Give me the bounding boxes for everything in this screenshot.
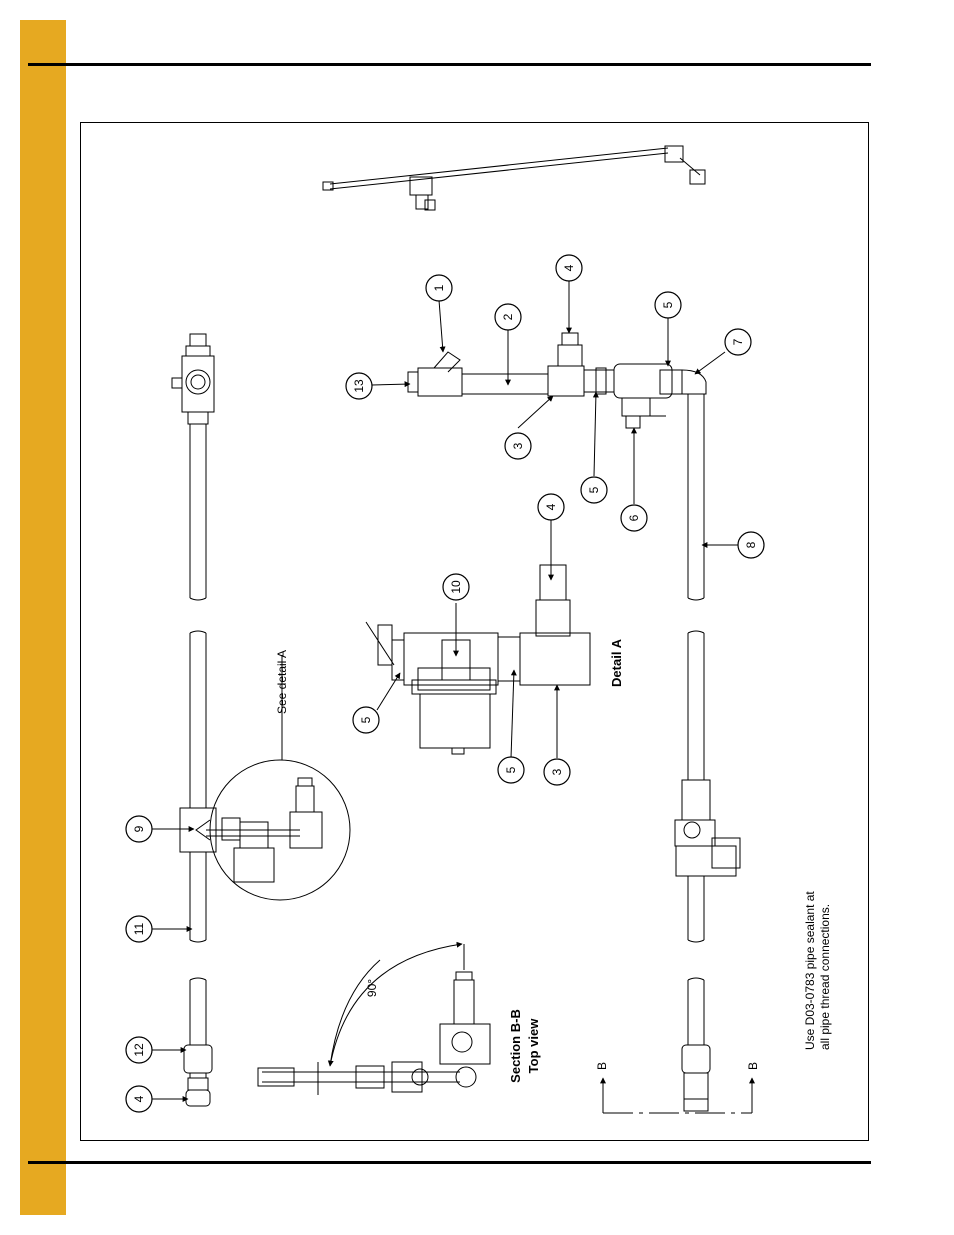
- callout-4-top: 4: [562, 264, 576, 271]
- detail-a-view: [365, 564, 591, 755]
- see-detail-label: See detail A: [275, 650, 289, 714]
- callout-5-top: 5: [587, 486, 601, 493]
- callout-4-detail: 4: [544, 503, 558, 510]
- isometric-overview: [322, 145, 706, 211]
- callout-circles: [125, 254, 765, 1113]
- callout-3-top: 3: [511, 442, 525, 449]
- left-pipe-run: [171, 333, 217, 1107]
- callout-2: 2: [501, 313, 515, 320]
- callout-9: 9: [132, 825, 146, 832]
- callout-7: 7: [731, 338, 745, 345]
- leader-lines: [152, 280, 738, 1102]
- callout-11: 11: [132, 922, 146, 935]
- callout-13: 13: [352, 379, 366, 393]
- callout-4-bottom: 4: [132, 1095, 146, 1102]
- angle-label: 90°: [365, 979, 379, 997]
- section-subtitle: Top view: [526, 1018, 541, 1074]
- detail-a-circle: [206, 655, 351, 901]
- detail-a-title: Detail A: [609, 638, 624, 687]
- callout-5-detail-left: 5: [359, 716, 373, 723]
- right-assembly-view: [407, 332, 741, 1112]
- section-b-b-view: [257, 941, 491, 1095]
- footer-rule: [28, 1161, 871, 1164]
- header-rule: [28, 63, 871, 66]
- side-color-band: [20, 20, 66, 1215]
- note-line-1: Use D03-0783 pipe sealant at: [803, 891, 817, 1050]
- section-title: Section B-B: [508, 1009, 523, 1083]
- section-mark-left: B: [595, 1062, 609, 1070]
- section-mark-right: B: [746, 1062, 760, 1070]
- note-line-2: all pipe thread connections.: [818, 904, 832, 1050]
- callout-5-right: 5: [661, 301, 675, 308]
- callout-10: 10: [449, 580, 463, 594]
- callout-1: 1: [432, 284, 446, 291]
- callout-8: 8: [744, 541, 758, 548]
- drawing-frame: [80, 122, 869, 1141]
- section-cut-line: [600, 1077, 755, 1114]
- callout-5-detail-mid: 5: [504, 766, 518, 773]
- callout-6: 6: [627, 514, 641, 521]
- callout-12: 12: [132, 1043, 146, 1057]
- callout-3-detail: 3: [550, 768, 564, 775]
